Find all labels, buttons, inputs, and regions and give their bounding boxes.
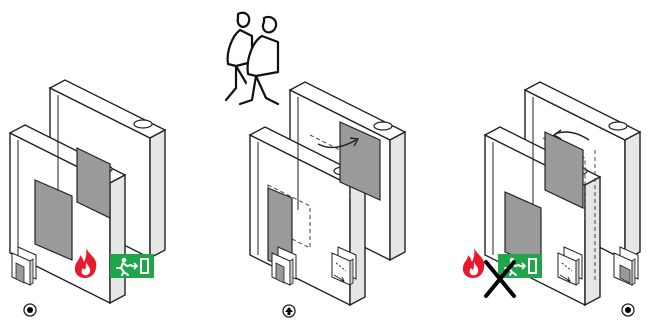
turnstile-swing-icon-2 [557, 246, 583, 286]
cross-icon [484, 260, 516, 298]
panel-no-fire-closed [462, 81, 641, 317]
panel-fire-alarm-open [9, 79, 166, 317]
turnstile-swing-icon [331, 246, 357, 286]
status-dot-indicator-2 [621, 303, 635, 317]
status-dot-indicator [23, 303, 37, 317]
panel-passage-open-wings [224, 11, 406, 318]
emergency-exit-sign-icon [109, 253, 155, 279]
fire-icon-2 [462, 248, 485, 278]
turnstile-open-icon [11, 246, 37, 286]
status-arrow-up-indicator [282, 304, 296, 318]
turnstile-open-gate [9, 79, 166, 304]
turnstile-closed-icon [613, 246, 639, 286]
turnstile-closed-gate [484, 81, 641, 306]
people-walking-icon [224, 11, 280, 106]
turnstile-swing-gate [249, 81, 406, 306]
turnstile-open-icon-2 [271, 246, 297, 286]
